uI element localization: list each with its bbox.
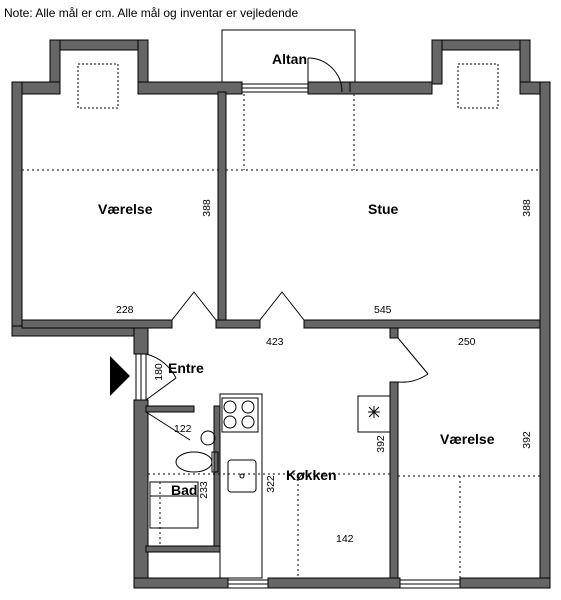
entrance-arrow — [110, 356, 130, 396]
doors — [145, 57, 429, 441]
plan-note: Note: Alle mål er cm. Alle mål og invent… — [4, 6, 299, 20]
bathroom-fixtures — [149, 430, 219, 529]
kitchen-fixtures — [219, 393, 263, 579]
dimension-label: 545 — [374, 304, 392, 316]
room-label-vaerelse-left: Værelse — [98, 201, 153, 217]
stove-burner-icon — [241, 415, 255, 429]
skylights — [77, 63, 499, 109]
interior-walls — [21, 91, 541, 579]
dimension-label: 392 — [521, 431, 533, 449]
dimension-label: 122 — [174, 423, 192, 435]
dimension-label: 322 — [265, 475, 277, 493]
room-label-altan: Altan — [272, 51, 307, 67]
room-label-koekken: Køkken — [286, 467, 337, 483]
dimension-label: 250 — [458, 336, 476, 348]
dimension-label: 392 — [375, 435, 387, 453]
dimension-label: 180 — [153, 363, 165, 381]
stove-burner-icon — [223, 400, 237, 414]
dimension-label: 142 — [336, 533, 354, 545]
dimension-label: 388 — [201, 199, 213, 217]
dimension-label: 228 — [116, 304, 134, 316]
dimension-label: 423 — [266, 336, 284, 348]
room-label-stue: Stue — [368, 201, 399, 217]
dimension-label: 388 — [521, 199, 533, 217]
stove-burner-icon — [223, 415, 237, 429]
dimension-label: 233 — [198, 481, 210, 499]
windows — [135, 83, 461, 589]
toilet-icon — [175, 451, 213, 473]
room-label-vaerelse-right: Værelse — [440, 431, 495, 447]
room-label-entre: Entre — [168, 360, 204, 376]
room-label-bad: Bad — [171, 482, 197, 498]
utility-unit-icon — [357, 395, 391, 433]
kitchen-sink-icon — [227, 459, 257, 493]
balcony-outline — [221, 29, 356, 92]
slope-lines — [22, 94, 540, 578]
sink-icon — [200, 430, 216, 446]
outer-walls — [11, 39, 551, 589]
stove-burner-icon — [241, 400, 255, 414]
